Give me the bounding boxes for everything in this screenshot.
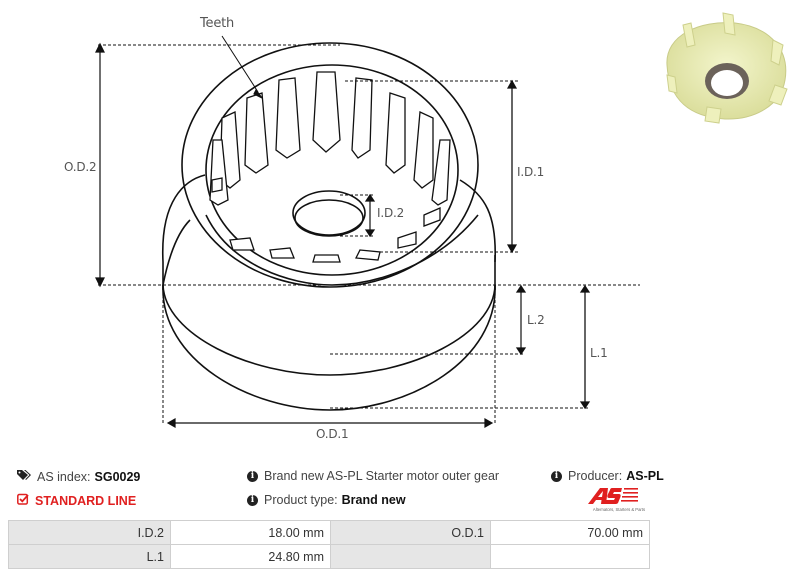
od2-label: O.D.2 — [64, 160, 97, 174]
spec-key: L.1 — [8, 544, 171, 569]
spec-value: 70.00 mm — [490, 520, 650, 545]
gear-drawing-svg — [95, 35, 640, 429]
specs-table: I.D.2 18.00 mm O.D.1 70.00 mm L.1 24.80 … — [8, 520, 650, 569]
product-photo — [655, 5, 795, 135]
product-type: i Product type: Brand new — [247, 493, 406, 507]
spec-value: 24.80 mm — [170, 544, 331, 569]
spec-key: I.D.2 — [8, 520, 171, 545]
id2-label: I.D.2 — [377, 206, 405, 220]
spec-value: 18.00 mm — [170, 520, 331, 545]
technical-drawing: Teeth O.D.2 I.D.1 I.D.2 L.2 L.1 O.D.1 — [64, 16, 640, 441]
standard-line-badge: STANDARD LINE — [17, 493, 136, 508]
info-icon: i — [247, 494, 258, 506]
od1-label: O.D.1 — [316, 427, 349, 441]
producer-value: AS-PL — [626, 469, 664, 483]
table-row: L.1 24.80 mm — [8, 544, 650, 569]
as-index-label: AS index: — [37, 469, 91, 484]
table-row: I.D.2 18.00 mm O.D.1 70.00 mm — [8, 520, 650, 545]
gear-photo-image — [666, 12, 788, 124]
info-icon: i — [247, 470, 258, 482]
spec-key — [330, 544, 491, 569]
info-icon: i — [551, 470, 562, 482]
teeth-label: Teeth — [200, 16, 235, 31]
as-pl-logo: Alternators, Starters & Parts — [586, 486, 652, 514]
spec-key: O.D.1 — [330, 520, 491, 545]
producer-label: Producer: — [568, 469, 623, 483]
product-type-value: Brand new — [341, 493, 406, 507]
l1-label: L.1 — [590, 346, 608, 360]
logo-tagline: Alternators, Starters & Parts — [593, 507, 645, 512]
producer: i Producer: AS-PL — [551, 469, 664, 483]
product-description: i Brand new AS-PL Starter motor outer ge… — [247, 469, 499, 483]
spec-value — [490, 544, 650, 569]
standard-line-label: STANDARD LINE — [35, 493, 137, 508]
description-text: Brand new AS-PL Starter motor outer gear — [264, 469, 500, 483]
tags-icon — [17, 469, 31, 484]
product-type-label: Product type: — [264, 493, 338, 507]
as-logo-icon: Alternators, Starters & Parts — [588, 488, 645, 512]
as-index: AS index: SG0029 — [17, 469, 140, 484]
l2-label: L.2 — [527, 313, 545, 327]
checkbox-checked-icon — [17, 493, 29, 508]
id1-label: I.D.1 — [517, 165, 545, 179]
as-index-value: SG0029 — [94, 469, 141, 484]
